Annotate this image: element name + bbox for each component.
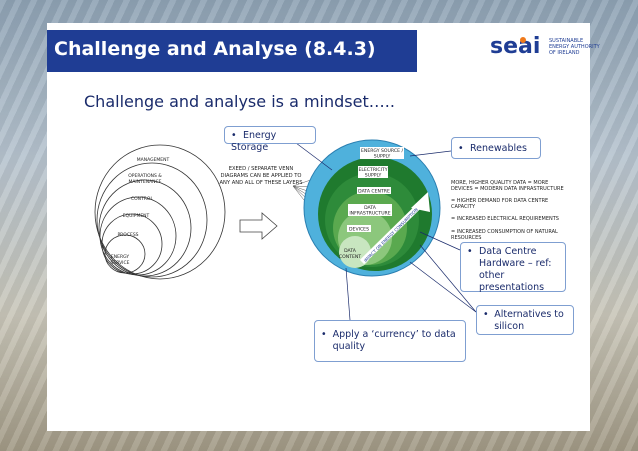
right-layer-label-5: DEVICES bbox=[349, 227, 369, 233]
label-bg-2 bbox=[358, 166, 388, 178]
left-layer-diagram bbox=[94, 144, 226, 280]
logo-line-1: SUSTAINABLE bbox=[549, 38, 584, 44]
layer-ring-6 bbox=[104, 234, 146, 274]
bullet-icon: • bbox=[458, 143, 464, 154]
right-layer-label-3: DATA CENTRE bbox=[358, 189, 390, 195]
impact-arrow-head-icon bbox=[411, 192, 430, 212]
label-bg-3 bbox=[357, 187, 391, 194]
right-layer-label-2b: SUPPLY bbox=[365, 173, 382, 179]
svg-text:= HIGHER DEMAND FOR DATA CENTR: = HIGHER DEMAND FOR DATA CENTRE bbox=[451, 198, 548, 204]
svg-text:EXEED / SEPARATE VENN: EXEED / SEPARATE VENN bbox=[229, 166, 294, 172]
callout-alternatives-text: Alternatives to silicon bbox=[494, 309, 564, 332]
transition-arrow-icon bbox=[239, 212, 278, 240]
left-layer-label-6b: SERVICE bbox=[111, 260, 130, 266]
layer-ring-5 bbox=[101, 213, 163, 275]
svg-text:CAPACITY: CAPACITY bbox=[451, 204, 476, 210]
logo-tagline: SUSTAINABLE ENERGY AUTHORITY OF IRELAND bbox=[549, 38, 600, 56]
svg-text:ANY AND ALL OF THESE LAYERS: ANY AND ALL OF THESE LAYERS bbox=[219, 180, 302, 186]
svg-text:MORE, HIGHER QUALITY DATA = MO: MORE, HIGHER QUALITY DATA = MORE bbox=[451, 180, 548, 186]
bullet-icon: • bbox=[467, 246, 473, 257]
right-layer-label-4a: DATA bbox=[364, 205, 377, 211]
callout-currency-text: Apply a ‘currency’ to data quality bbox=[332, 329, 456, 352]
slide-title: Challenge and Analyse (8.4.3) bbox=[54, 38, 376, 60]
logo-line-3: OF IRELAND bbox=[549, 50, 580, 56]
right-layer-label-4b: INFRASTRUCTURE bbox=[349, 211, 390, 217]
callout-energy-storage: •Energy Storage bbox=[224, 126, 316, 153]
right-layer-label-1a: ENERGY SOURCE / bbox=[361, 148, 403, 154]
label-bg-4 bbox=[348, 204, 392, 216]
logo-dot bbox=[520, 37, 526, 43]
callout-alternatives: • Alternatives to silicon bbox=[476, 305, 574, 335]
callout-currency: • Apply a ‘currency’ to data quality bbox=[314, 320, 466, 362]
svg-text:DIAGRAMS CAN BE APPLIED TO: DIAGRAMS CAN BE APPLIED TO bbox=[221, 173, 302, 179]
right-layer-label-6a: DATA bbox=[344, 248, 357, 254]
label-bg-5 bbox=[347, 225, 371, 232]
layer-ring-1 bbox=[94, 144, 226, 280]
right-layer-label-1b: SUPPLY bbox=[374, 154, 391, 160]
svg-text:= INCREASED ELECTRICAL REQUIRE: = INCREASED ELECTRICAL REQUIREMENTS bbox=[451, 216, 559, 222]
left-layer-label-1: MANAGEMENT bbox=[137, 157, 170, 163]
layer-ring-3 bbox=[98, 179, 192, 277]
left-layer-label-2b: MAINTENANCE bbox=[128, 179, 161, 185]
bullet-icon: • bbox=[231, 130, 237, 141]
right-notes: MORE, HIGHER QUALITY DATA = MORE DEVICES… bbox=[451, 180, 564, 241]
label-bg-1 bbox=[360, 147, 404, 159]
layer-ring-2 bbox=[96, 162, 208, 278]
callout-energy-storage-text: Energy Storage bbox=[231, 130, 277, 153]
bullet-icon: • bbox=[483, 309, 489, 320]
bullet-icon: • bbox=[321, 329, 327, 340]
title-bar bbox=[47, 30, 417, 72]
left-layer-label-6a: ENERGY bbox=[111, 254, 129, 260]
right-layer-label-6b: CONTENT bbox=[339, 254, 361, 260]
callout-renewables: • Renewables bbox=[451, 137, 541, 159]
callout-renewables-text: Renewables bbox=[470, 143, 527, 154]
left-layer-label-2a: OPERATIONS & bbox=[128, 173, 162, 179]
logo-line-2: ENERGY AUTHORITY bbox=[549, 44, 600, 50]
svg-text:= INCREASED CONSUMPTION OF NAT: = INCREASED CONSUMPTION OF NATURAL bbox=[451, 229, 558, 235]
right-layer-label-2a: ELECTRICITY bbox=[358, 167, 387, 173]
left-layer-label-3: CONTROL bbox=[131, 196, 153, 202]
svg-text:DEVICES = MODERN DATA INFRASTR: DEVICES = MODERN DATA INFRASTRUCTURE bbox=[451, 186, 564, 192]
layer-ring-4 bbox=[99, 196, 177, 276]
seai-logo: seai SUSTAINABLE ENERGY AUTHORITY OF IRE… bbox=[487, 31, 600, 71]
callout-data-centre-hardware-text: Data Centre Hardware – ref: other presen… bbox=[479, 246, 552, 293]
slide-subtitle: Challenge and analyse is a mindset….. bbox=[84, 92, 395, 111]
left-note: EXEED / SEPARATE VENN DIAGRAMS CAN BE AP… bbox=[219, 166, 302, 186]
logo-wordmark: seai bbox=[490, 34, 541, 59]
callout-data-centre-hardware: • Data Centre Hardware – ref: other prese… bbox=[460, 242, 566, 293]
callout-pointers bbox=[295, 142, 477, 321]
left-layer-label-5: PROCESS bbox=[117, 232, 138, 238]
svg-text:RESOURCES: RESOURCES bbox=[451, 235, 481, 241]
left-layer-label-4: EQUIPMENT bbox=[123, 213, 150, 219]
